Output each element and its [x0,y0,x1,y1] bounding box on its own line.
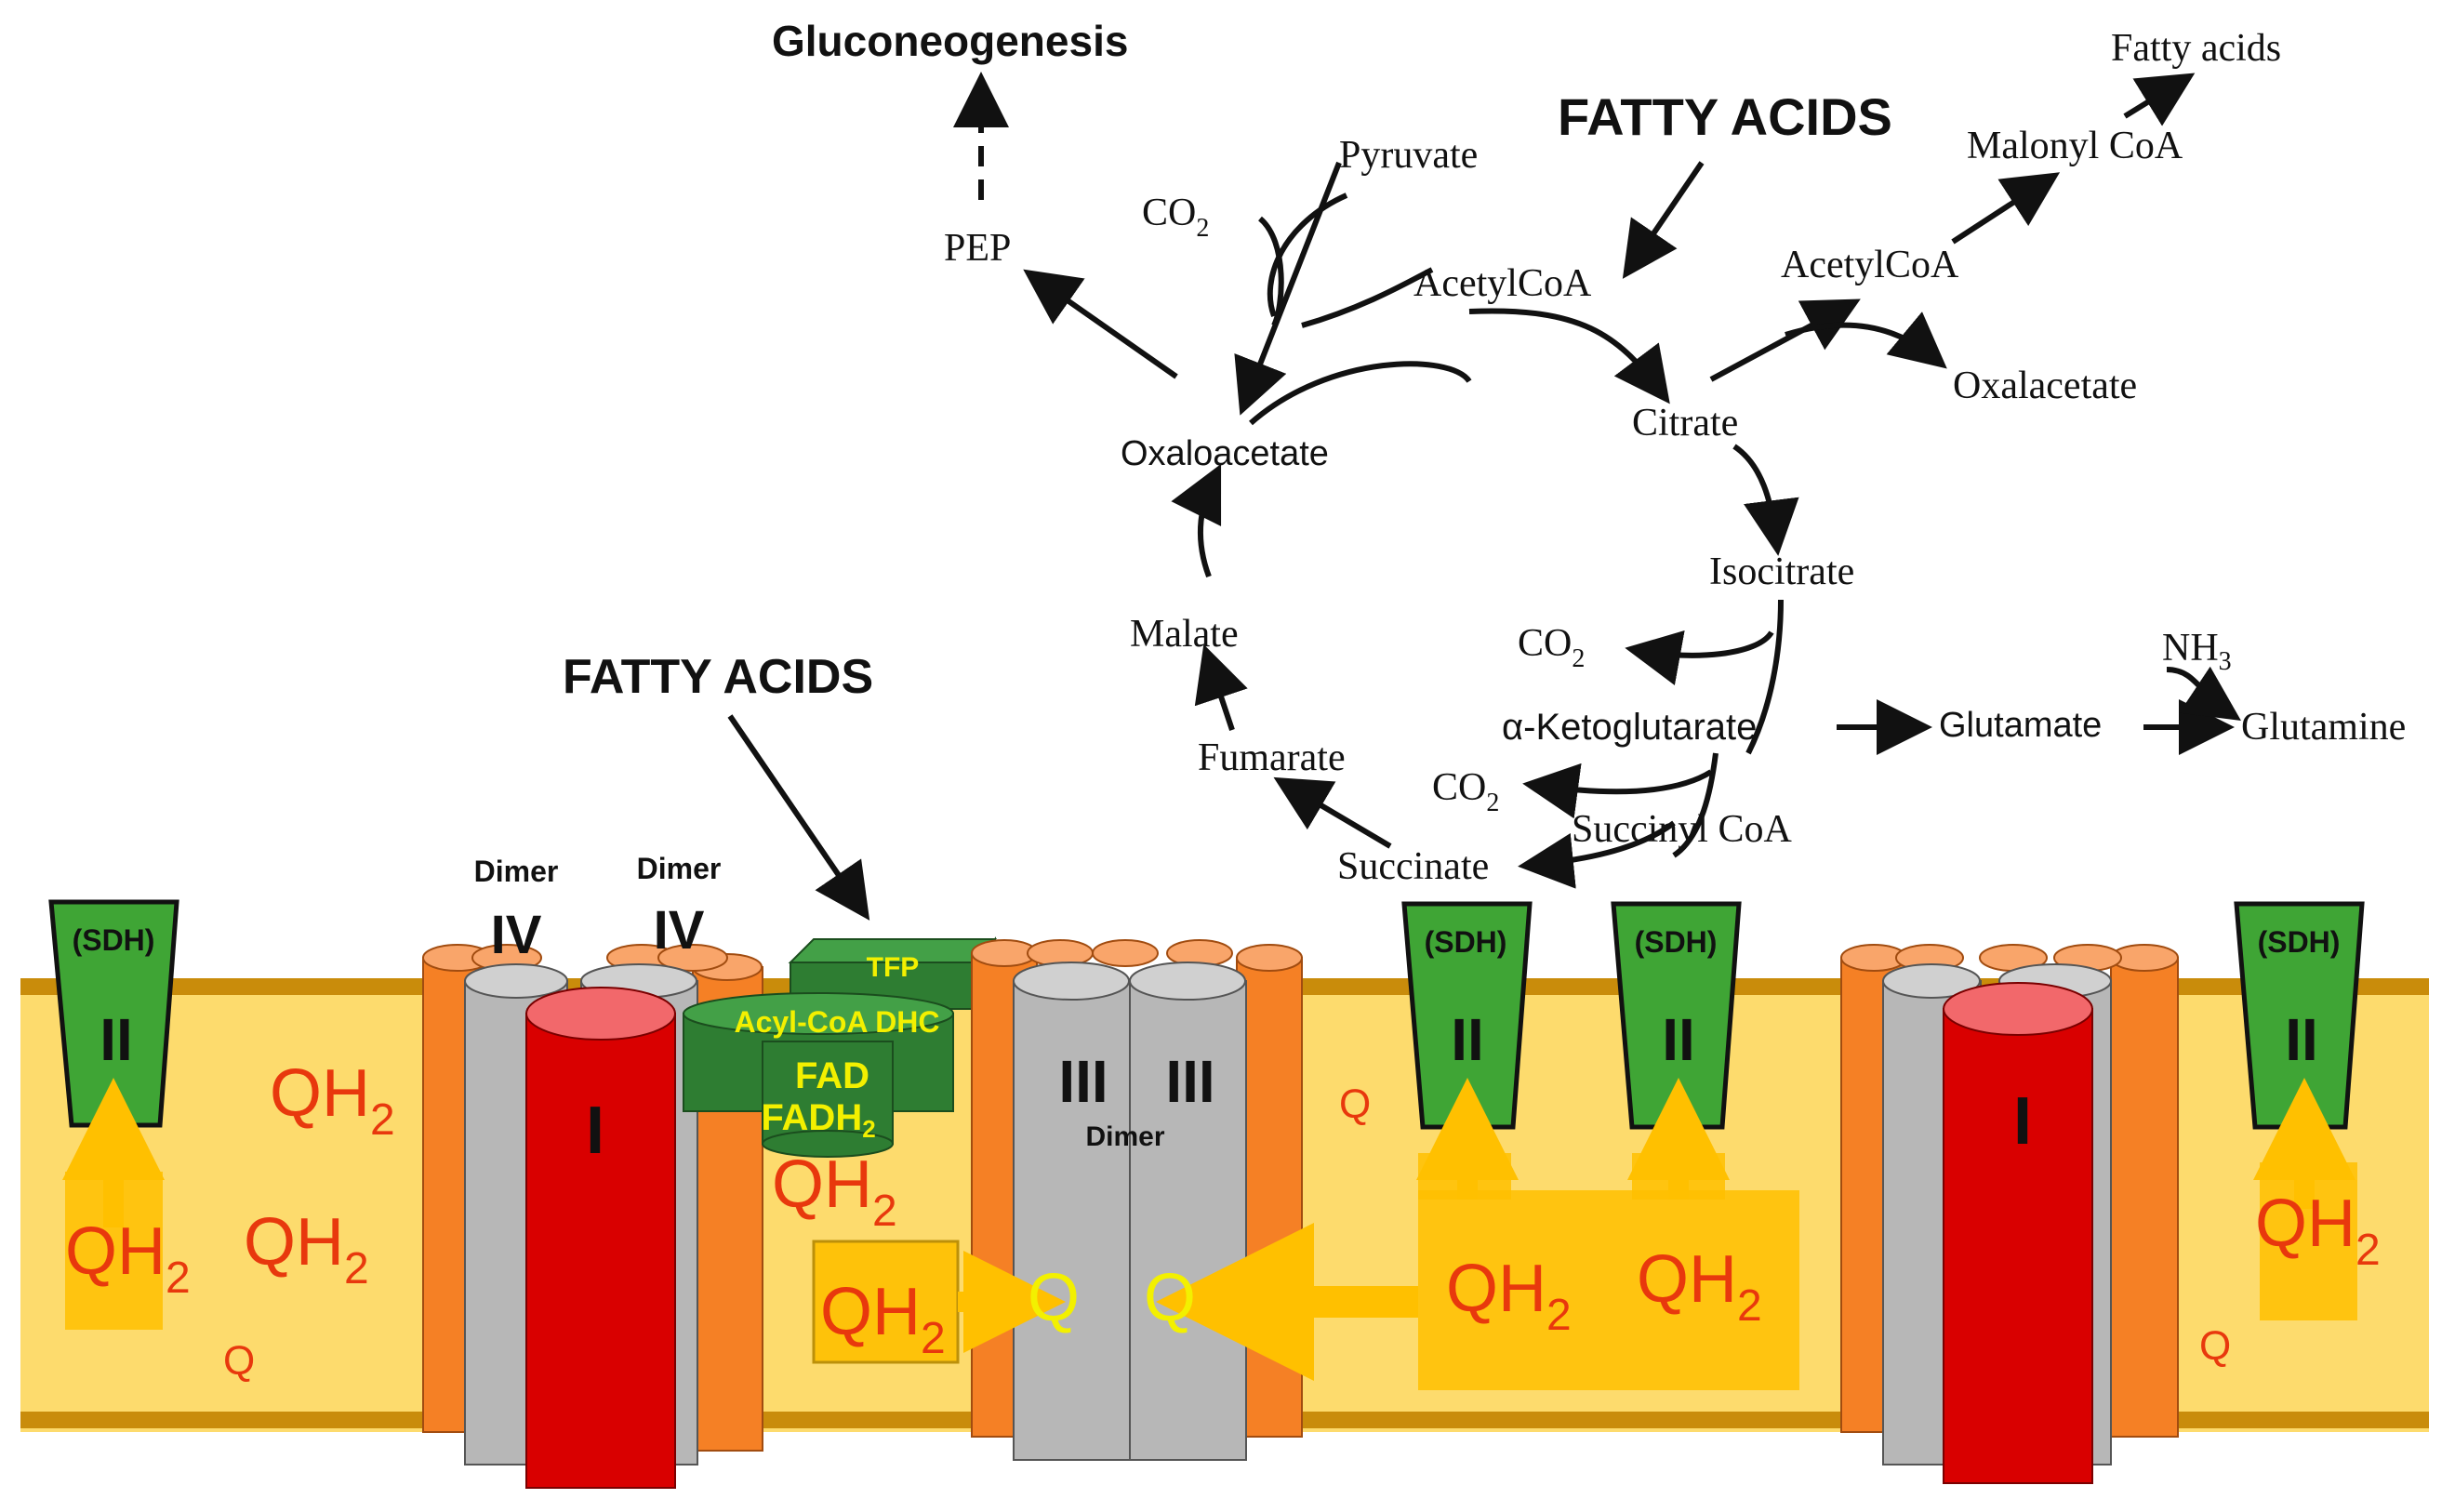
qh2-label-4: QH2 [772,1147,897,1236]
alpha-ketoglutarate-label: α-Ketoglutarate [1502,707,1757,748]
qh2-highlight-mid [812,1240,960,1364]
gluconeogenesis-label: Gluconeogenesis [772,17,1128,65]
fatty-acids-acetylcoa-arrow [1622,161,1705,279]
qh2-label-3: QH2 [244,1205,369,1293]
complex-ii-label-1: II [100,1006,133,1073]
isocitrate-label: Isocitrate [1709,550,1854,593]
complex-i-label-left: I [586,1094,604,1168]
sdh-label-4: (SDH) [2258,925,2341,959]
fatty-acids-top-label: FATTY ACIDS [1558,87,1892,146]
acyl-coa-dhc-label: Acyl-CoA DHC [734,1005,939,1039]
malonyl-fattyacids-arrow [2123,73,2196,126]
pyruvate-oxaloacetate-arrow [1234,161,1342,416]
complex-i-right: I [1943,982,2093,1484]
complex-ii-2: (SDH) II [1401,901,1533,1130]
fumarate-label: Fumarate [1198,736,1346,779]
quinone-labels: QH2 QH2 QH2 Q QH2 QH2 Q Q Q QH2 QH2 QH2 … [65,1056,2381,1384]
qh2-label-7: QH2 [1637,1242,1762,1331]
complex-iii-dimer: III III Dimer [971,939,1303,1461]
oxalacetate-label: Oxalacetate [1953,365,2137,407]
complex-ii-3: (SDH) II [1611,901,1742,1130]
fatty-acids-membrane-label: FATTY ACIDS [563,650,873,704]
fatty-acids-small-label: Fatty acids [2111,27,2281,70]
complex-i-left: I [525,987,676,1489]
q-label-yellow-1: Q [1028,1261,1080,1335]
nh3-curve-arrow [2166,666,2241,721]
citrate-oxalacetate-arrow [1785,312,1947,369]
sdh-label-3: (SDH) [1635,925,1718,959]
complex-i-label-right: I [2013,1084,2032,1159]
acetylcoa-left-label: AcetylCoA [1413,262,1592,305]
qh2-label-5: QH2 [820,1275,946,1363]
isocitrate-akg-arc [1745,599,1784,755]
acetylcoa-malonyl-arrow [1951,172,2061,245]
fatty-acids-membrane-arrow [727,714,870,921]
q-label-1: Q [223,1338,255,1384]
nh3-label: NH3 [2162,627,2232,676]
acetylcoa-citrate-arrow [1468,308,1670,405]
co2-label-mid: CO2 [1518,622,1585,673]
succinate-fumarate-arrow [1273,776,1392,849]
isocitrate-co2-arrow [1625,630,1774,686]
oxaloacetate-label: Oxaloacetate [1121,434,1329,473]
malate-oxaloacetate-arrow [1171,463,1222,578]
pyruvate-label: Pyruvate [1339,134,1478,177]
q-label-2: Q [1339,1081,1371,1127]
yellow-arrows [62,1078,2355,1381]
acetylcoa-right-label: AcetylCoA [1781,244,1959,286]
glutamine-label: Glutamine [2241,706,2406,749]
qh2-highlight-right [1418,1190,1799,1390]
succinate-label: Succinate [1337,845,1489,888]
pathway-arrows [953,72,2241,889]
akg-co2-arrow [1522,763,1713,819]
sdh-label-1: (SDH) [73,923,155,957]
dimer-label-1: Dimer [474,855,559,888]
malonyl-coa-label: Malonyl CoA [1967,125,2183,167]
succinyl-succinate-arrow [1518,820,1676,889]
citrate-acetylcoa-arrow [1709,298,1861,382]
qh2-label-2: QH2 [65,1214,191,1303]
oxaloacetate-pep-arrow [1023,269,1178,379]
malate-label: Malate [1130,613,1239,656]
qh2-label-8: QH2 [2255,1187,2381,1275]
co2-label-top: CO2 [1142,192,1209,243]
fumarate-malate-arrow [1194,643,1248,731]
pyruvate-join-curve [1267,192,1348,318]
q-label-3: Q [2199,1323,2231,1369]
complex-ii-4: (SDH) II [2234,901,2365,1130]
succinyl-coa-label: Succinyl CoA [1572,808,1792,851]
complex-ii-1: (SDH) II [48,899,179,1128]
complex-iv-label-1: IV [491,905,542,965]
glutamate-label: Glutamate [1939,706,2102,745]
dimer-label-2: Dimer [637,852,722,885]
citrate-isocitrate-arrow [1732,444,1799,556]
complex-ii-label-2: II [1451,1006,1484,1073]
tfp-label: TFP [867,952,920,983]
co2-join-curve [1301,267,1434,328]
tfp-complex: TFP Acyl-CoA DHC FAD FADH2 [683,936,998,1158]
fadh2-label: FADH2 [761,1097,875,1143]
complex-iii-dimer-label: Dimer [1085,1121,1164,1152]
complex-ii-label-3: II [1662,1006,1695,1073]
citrate-label: Citrate [1632,402,1738,444]
co2-curve [1257,216,1284,327]
q-label-yellow-2: Q [1144,1261,1196,1335]
qh2-label-6: QH2 [1446,1252,1572,1340]
complex-iii-label-2: III [1165,1048,1214,1115]
pep-label: PEP [944,227,1011,270]
complex-ii-label-4: II [2285,1006,2318,1073]
oxaloacetate-top-arc [1249,361,1472,426]
fad-label: FAD [795,1055,869,1096]
complex-iii-label-1: III [1058,1048,1108,1115]
qh2-label-1: QH2 [270,1056,395,1145]
co2-label-low: CO2 [1432,766,1499,817]
complex-iv-label-2: IV [654,900,705,961]
akg-succinyl-arc [1672,752,1718,858]
sdh-label-2: (SDH) [1425,925,1507,959]
